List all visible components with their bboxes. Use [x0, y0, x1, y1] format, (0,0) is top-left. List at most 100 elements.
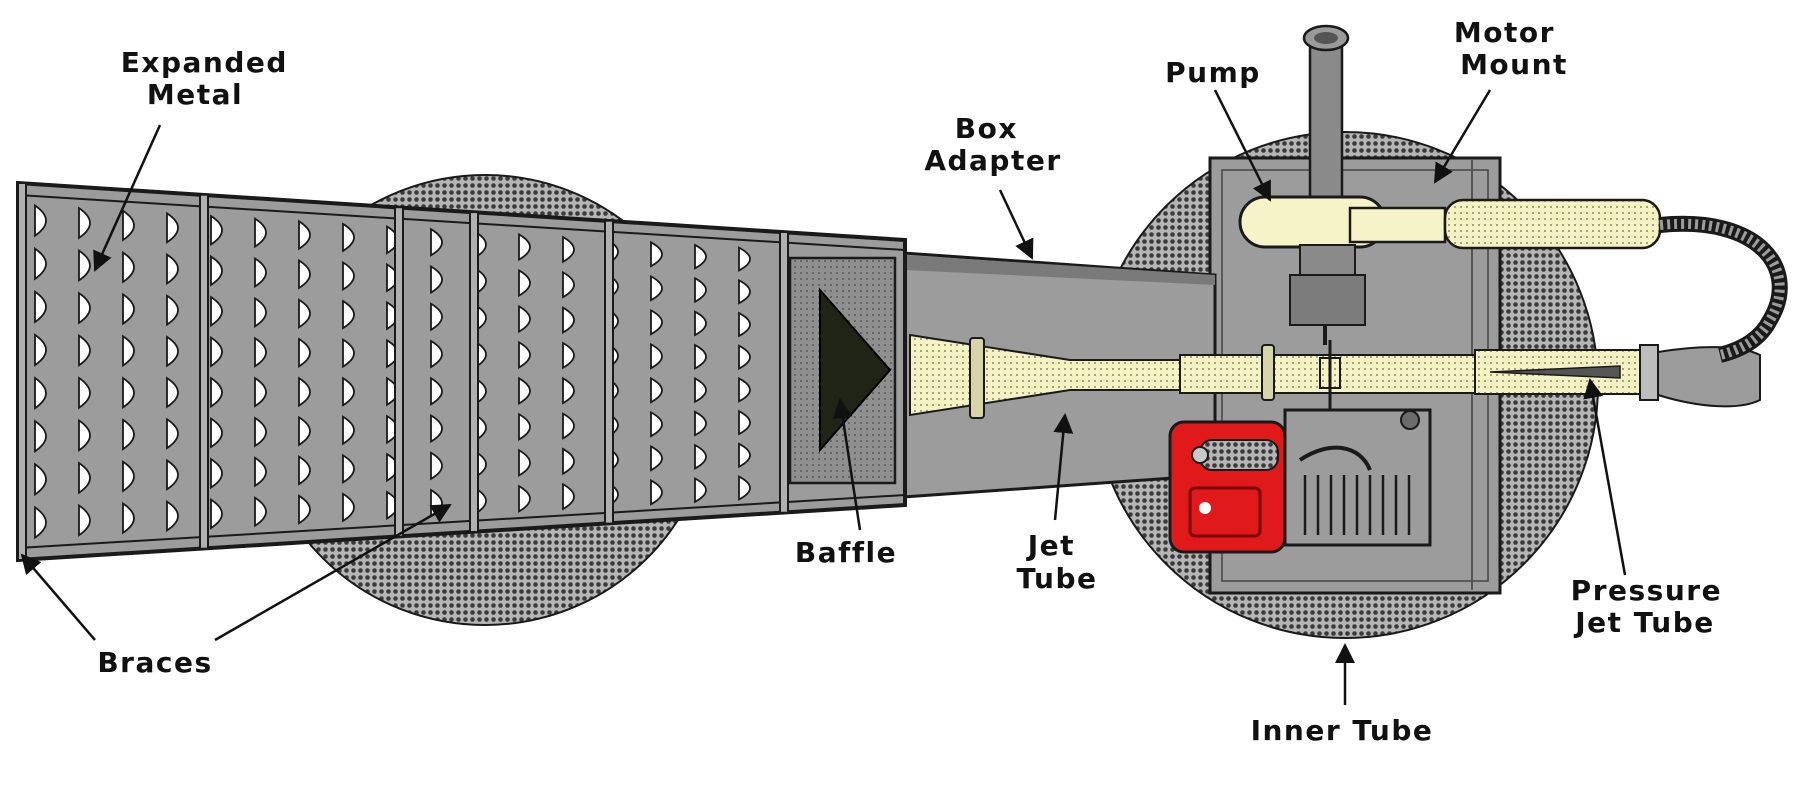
expanded-metal-cell: [430, 339, 443, 369]
expanded-metal-cell: [166, 376, 179, 409]
expanded-metal-cell: [166, 499, 179, 533]
expanded-metal-cell: [694, 276, 707, 304]
jet-tube: [909, 333, 1476, 419]
expanded-metal-cell: [650, 444, 663, 472]
expanded-metal-cell: [166, 211, 179, 244]
expanded-metal-cell: [342, 453, 355, 484]
brace: [394, 206, 404, 538]
expanded-metal-cell: [694, 376, 707, 404]
expanded-metal-cell: [166, 294, 179, 327]
expanded-metal-cell: [210, 335, 223, 368]
expanded-metal-cell: [518, 448, 531, 477]
expanded-metal-cell: [562, 482, 575, 511]
expanded-metal-cell: [562, 270, 575, 299]
expanded-metal-cell: [518, 232, 531, 262]
expanded-metal-cell: [694, 410, 707, 437]
expanded-metal-cell: [122, 418, 135, 451]
expanded-metal-cell: [78, 418, 91, 452]
engine-cooling-fins: [1303, 475, 1411, 535]
expanded-metal-cell: [562, 306, 575, 334]
expanded-metal-cell: [78, 461, 91, 495]
expanded-metal-cell: [34, 290, 47, 324]
expanded-metal-cell: [34, 376, 47, 410]
expanded-metal-cell: [650, 376, 663, 404]
expanded-metal-cell: [342, 338, 355, 369]
leader-box-adapter: [998, 189, 1034, 260]
expanded-metal-cell: [254, 217, 267, 249]
label-braces: Braces: [97, 646, 212, 679]
expanded-metal-cell: [298, 454, 311, 486]
expanded-metal-cell: [210, 376, 223, 409]
label-jet-tube: Jet Tube: [1017, 529, 1098, 595]
expanded-metal-cell: [650, 240, 663, 268]
expanded-metal-cell: [562, 447, 575, 476]
expanded-metal-cell: [34, 246, 47, 281]
flex-hose: [1659, 215, 1788, 363]
brace: [469, 211, 479, 533]
expanded-metal-cell: [78, 333, 91, 367]
expanded-metal-cell: [166, 417, 179, 450]
trough: [16, 180, 907, 563]
expanded-metal-cell: [518, 340, 531, 370]
expanded-metal-cell: [122, 376, 135, 410]
expanded-metal-cell: [694, 476, 707, 504]
expanded-metal-cell: [298, 258, 311, 290]
label-box-adapter: Box Adapter: [924, 112, 1061, 177]
expanded-metal-cell: [166, 252, 179, 286]
expanded-metal-cell: [430, 227, 443, 257]
expanded-metal-cell: [430, 413, 443, 444]
leader-expanded-metal: [93, 124, 162, 272]
expanded-metal-cell: [78, 291, 91, 325]
expanded-metal-cell: [122, 334, 135, 368]
brace: [604, 219, 614, 525]
label-pump: Pump: [1165, 56, 1261, 89]
label-expanded-metal: Expanded Metal: [121, 46, 299, 111]
expanded-metal-cell: [78, 248, 91, 283]
brace: [779, 230, 789, 514]
pump: [1238, 195, 1662, 345]
expanded-metal-cell: [562, 235, 575, 264]
expanded-metal-cell: [254, 376, 267, 408]
expanded-metal-cell: [430, 376, 443, 406]
label-pressure-jet-tube: Pressure Jet Tube: [1571, 574, 1734, 639]
expanded-metal-cell: [562, 341, 575, 370]
expanded-metal-cell: [738, 344, 751, 371]
expanded-metal-cell: [298, 376, 311, 408]
expanded-metal-cell: [738, 246, 751, 272]
expanded-metal-cell: [694, 443, 707, 470]
leader-lines: [20, 89, 1627, 705]
expanded-metal-cell: [738, 409, 751, 436]
expanded-metal-cell: [738, 311, 751, 338]
label-inner-tube: Inner Tube: [1251, 714, 1434, 747]
expanded-metal-cell: [210, 254, 223, 287]
leader-pressure-jet-tube: [1583, 378, 1627, 576]
expanded-metal-cell: [78, 206, 91, 240]
expanded-metal-cell: [518, 484, 531, 513]
expanded-metal-cell: [738, 442, 751, 469]
leader-jet-tube: [1053, 413, 1074, 521]
exhaust-pipe: [1302, 24, 1350, 212]
expanded-metal-cell: [342, 376, 355, 407]
expanded-metal-cell: [518, 268, 531, 298]
expanded-metal: [34, 203, 751, 540]
expanded-metal-cell: [34, 333, 47, 367]
leader-braces-right: [214, 503, 452, 642]
expanded-metal-cell: [650, 274, 663, 302]
expanded-metal-cell: [210, 416, 223, 449]
expanded-metal-cell: [430, 302, 443, 332]
expanded-metal-cell: [650, 342, 663, 370]
label-baffle: Baffle: [795, 536, 897, 569]
label-motor-mount: Motor Mount: [1454, 16, 1568, 81]
expanded-metal-cell: [342, 492, 355, 523]
expanded-metal-cell: [254, 496, 267, 528]
leader-pump: [1213, 89, 1272, 202]
brace: [199, 193, 209, 550]
expanded-metal-cell: [78, 376, 91, 410]
expanded-metal-cell: [694, 243, 707, 270]
expanded-metal-cell: [562, 376, 575, 405]
pressure-jet-tube: [1474, 344, 1761, 408]
leader-baffle: [832, 398, 862, 531]
expanded-metal-cell: [738, 376, 751, 403]
expanded-metal-cell: [298, 337, 311, 369]
